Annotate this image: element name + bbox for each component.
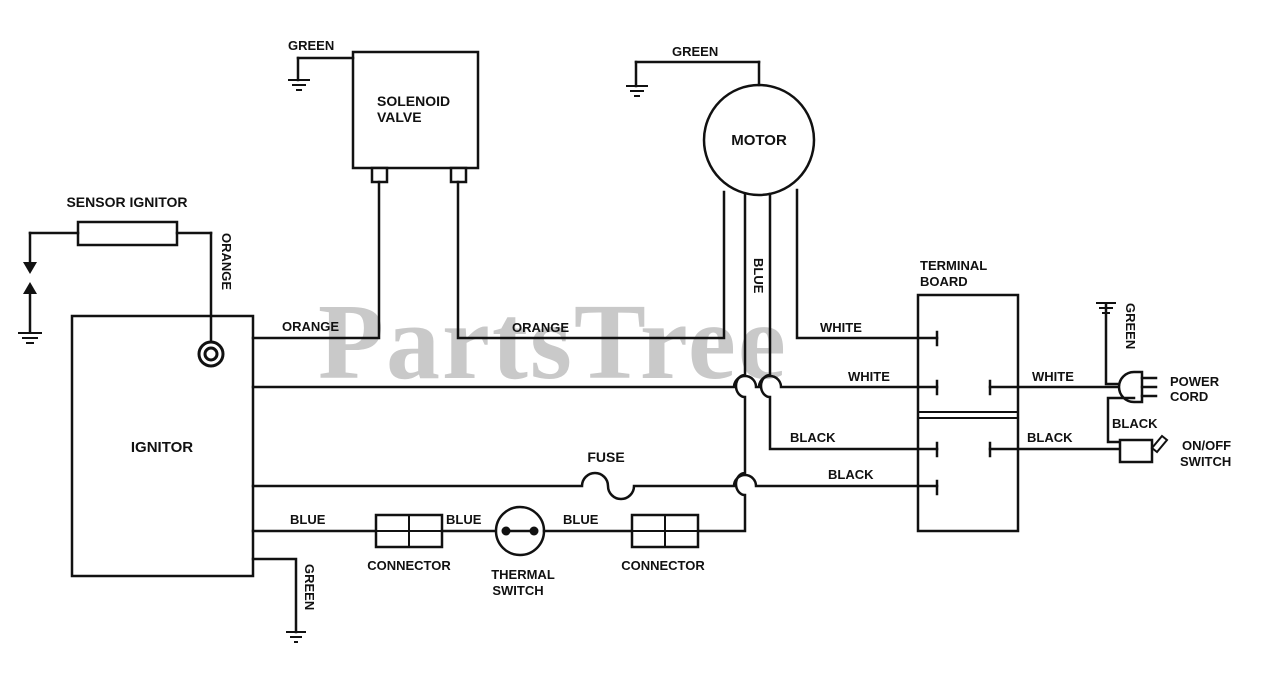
wire-label-white-cord: WHITE <box>1032 369 1074 384</box>
wire-label-black-motor: BLACK <box>790 430 836 445</box>
wire-label-white-ignitor: WHITE <box>848 369 890 384</box>
fuse-label: FUSE <box>587 449 624 465</box>
terminal-label-line1: TERMINAL <box>920 258 987 273</box>
ground-icon <box>1096 302 1116 314</box>
sensor-ignitor-label: SENSOR IGNITOR <box>66 194 187 210</box>
ground-icon <box>286 631 306 643</box>
on-off-switch: ON/OFF SWITCH <box>1118 434 1231 469</box>
toggle-lever-icon <box>1150 434 1169 454</box>
ground-icon <box>288 79 310 91</box>
connector-left <box>374 513 444 549</box>
power-plug-icon <box>1117 370 1144 404</box>
ignitor-terminal-icon <box>197 340 225 368</box>
solenoid-label-line2: VALVE <box>377 109 422 125</box>
ground-icon <box>626 85 648 97</box>
wire-green-ignitor <box>251 557 298 634</box>
wire-white-motor <box>795 188 939 340</box>
wire-label-black-cord: BLACK <box>1112 416 1158 431</box>
wire-label-orange-solenoid: ORANGE <box>512 320 569 335</box>
thermal-switch <box>494 505 546 557</box>
wire-label-blue-motor: BLUE <box>751 258 766 294</box>
wire-black-cord <box>1106 396 1136 444</box>
connector-right <box>630 513 700 549</box>
connector-right-label: CONNECTOR <box>621 558 705 573</box>
solenoid-valve: SOLENOID VALVE GREEN <box>288 38 480 184</box>
wire-label-green-ignitor: GREEN <box>302 564 317 610</box>
ignitor: IGNITOR <box>70 314 255 578</box>
spark-gap-down-arrow-icon <box>23 262 37 274</box>
ignitor-label: IGNITOR <box>131 439 193 456</box>
wire-orange-solenoid <box>456 180 726 340</box>
thermal-switch-label-line2: SWITCH <box>492 583 543 598</box>
motor-label: MOTOR <box>731 132 787 149</box>
ground-icon <box>18 332 42 344</box>
wire-label-blue-1: BLUE <box>290 512 326 527</box>
power-cord-label-line1: POWER <box>1170 374 1220 389</box>
switch-label-line2: SWITCH <box>1180 454 1231 469</box>
wire-label-green-solenoid: GREEN <box>288 38 334 53</box>
thermal-switch-label-line1: THERMAL <box>491 567 555 582</box>
sensor-ignitor: SENSOR IGNITOR ORANGE <box>18 194 234 344</box>
wire-label-black-ignitor: BLACK <box>828 467 874 482</box>
motor: MOTOR GREEN <box>626 44 816 197</box>
power-cord: GREEN POWER CORD <box>1096 302 1220 404</box>
spark-gap-up-arrow-icon <box>23 282 37 294</box>
switch-label-line1: ON/OFF <box>1182 438 1231 453</box>
terminal-board: TERMINAL BOARD <box>916 258 1020 533</box>
wire-label-white-motor: WHITE <box>820 320 862 335</box>
wire-label-green-motor: GREEN <box>672 44 718 59</box>
watermark: PartsTree <box>318 283 788 402</box>
wire-label-black-switch: BLACK <box>1027 430 1073 445</box>
wire-label-orange-ignitor: ORANGE <box>282 319 339 334</box>
solenoid-label-line1: SOLENOID <box>377 93 450 109</box>
wire-black-ignitor <box>251 471 939 501</box>
wire-label-orange-sensor: ORANGE <box>219 233 234 290</box>
wire-label-blue-3: BLUE <box>563 512 599 527</box>
terminal-label-line2: BOARD <box>920 274 968 289</box>
wire-label-blue-2: BLUE <box>446 512 482 527</box>
wire-orange-ignitor <box>251 180 381 340</box>
connector-left-label: CONNECTOR <box>367 558 451 573</box>
wire-label-green-cord: GREEN <box>1123 303 1138 349</box>
power-cord-label-line2: CORD <box>1170 389 1208 404</box>
wire-white-ignitor <box>251 374 939 389</box>
